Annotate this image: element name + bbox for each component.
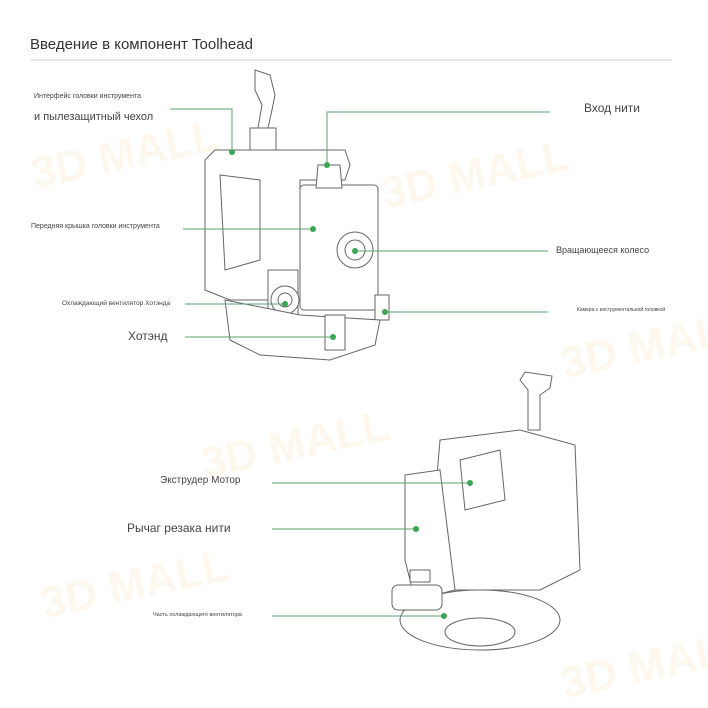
toolhead-rear-view xyxy=(391,371,581,651)
toolhead-front-view xyxy=(204,69,390,361)
page-title: Введение в компонент Toolhead xyxy=(30,36,253,53)
label-front-cover: Передняя крышка головки инструмента xyxy=(31,223,160,230)
label-hotend: Хотэнд xyxy=(128,329,168,343)
callout-lines xyxy=(170,108,550,617)
label-cutter-lever: Рычаг резака нити xyxy=(127,521,231,535)
label-interface-line1: Интерфейс головки инструмента xyxy=(34,93,141,100)
label-cooling-fan-part: Часть охлаждающего вентилятора xyxy=(153,612,242,618)
label-rotating-wheel: Вращающееся колесо xyxy=(556,245,650,255)
label-extruder-motor: Экструдер Мотор xyxy=(160,475,241,486)
callout-dots xyxy=(229,149,473,619)
label-hotend-fan: Охлаждающий вентилятор Хотэнда xyxy=(62,300,171,307)
label-camera: Камера с инструментальной головкой xyxy=(577,307,666,313)
label-interface-line2: и пылезащитный чехол xyxy=(34,111,154,123)
label-filament-inlet: Вход нити xyxy=(584,101,641,115)
